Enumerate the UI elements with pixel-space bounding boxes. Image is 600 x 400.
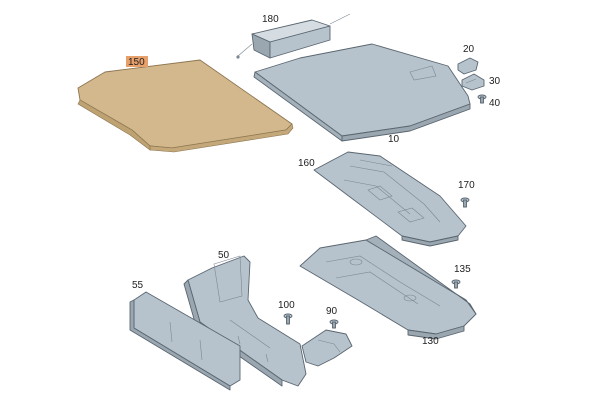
callout-10: 10 bbox=[388, 134, 400, 145]
part-55-rear-trim[interactable] bbox=[129, 291, 241, 391]
part-130-lower-floor[interactable] bbox=[299, 235, 477, 340]
callout-130: 130 bbox=[422, 336, 439, 347]
callout-150-highlight bbox=[126, 56, 148, 67]
callout-160: 160 bbox=[298, 158, 315, 169]
callout-170: 170 bbox=[458, 180, 475, 191]
part-30-bracket[interactable] bbox=[461, 73, 485, 91]
callout-labels: 180 150 20 30 40 10 160 170 50 135 55 10… bbox=[126, 14, 501, 347]
part-50-side-trim[interactable] bbox=[183, 255, 307, 387]
callout-40: 40 bbox=[489, 98, 501, 109]
callout-90: 90 bbox=[326, 306, 338, 317]
part-170-fastener[interactable] bbox=[460, 197, 470, 208]
part-100-fastener[interactable] bbox=[283, 313, 293, 325]
callout-50: 50 bbox=[218, 250, 230, 261]
part-160-floor-tray[interactable] bbox=[313, 151, 467, 247]
part-150-floor-mat[interactable] bbox=[77, 59, 294, 153]
part-50-bracket bbox=[301, 329, 353, 367]
callout-55: 55 bbox=[132, 280, 144, 291]
callout-135: 135 bbox=[454, 264, 471, 275]
callout-20: 20 bbox=[463, 44, 475, 55]
callout-100: 100 bbox=[278, 300, 295, 311]
callout-180: 180 bbox=[262, 14, 279, 25]
part-90-fastener[interactable] bbox=[329, 319, 339, 329]
callout-30: 30 bbox=[489, 76, 501, 87]
part-40-fastener[interactable] bbox=[477, 94, 487, 104]
callout-150: 150 bbox=[128, 57, 145, 68]
part-10-load-floor[interactable] bbox=[253, 43, 471, 142]
part-180-storage-box[interactable] bbox=[236, 13, 351, 59]
part-20-clip[interactable] bbox=[457, 57, 479, 75]
part-135-fastener[interactable] bbox=[451, 279, 461, 289]
